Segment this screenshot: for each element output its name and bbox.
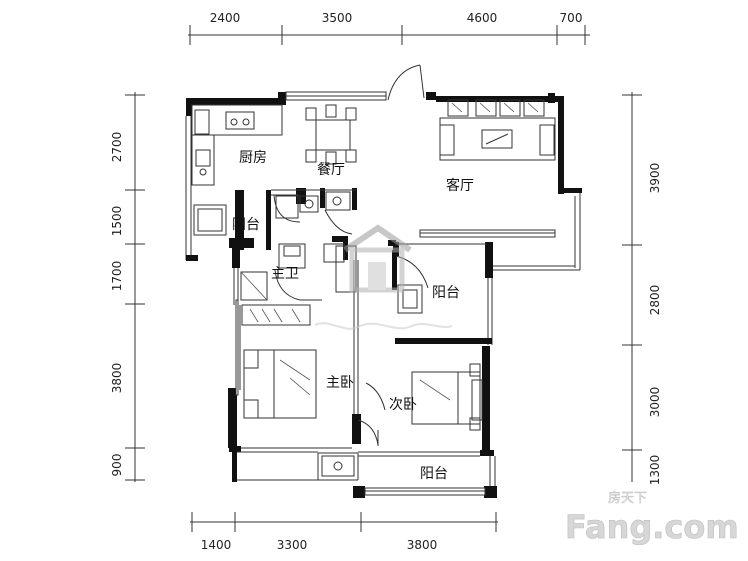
dim-right-3: 3000 xyxy=(648,387,662,418)
windows xyxy=(235,91,387,396)
dim-bottom-1: 1400 xyxy=(201,538,232,552)
fang-logo-text: Fang.com xyxy=(565,508,739,546)
dim-bottom-2: 3300 xyxy=(277,538,308,552)
dim-top-4: 700 xyxy=(560,11,583,25)
dim-right-2: 2800 xyxy=(648,285,662,316)
room-balcony-east: 阳台 xyxy=(432,285,460,301)
dim-left-3: 1700 xyxy=(110,261,124,292)
room-balcony-kitchen: 阳台 xyxy=(232,217,260,233)
dim-left-5: 900 xyxy=(110,454,124,477)
walls xyxy=(185,92,582,498)
dim-left-1: 2700 xyxy=(110,132,124,163)
room-master-bath: 主卫 xyxy=(271,266,299,282)
fang-logo-cn: 房天下 xyxy=(608,490,647,506)
room-master-bedroom: 主卧 xyxy=(326,375,354,391)
room-dining: 餐厅 xyxy=(317,162,345,178)
dim-top-3: 4600 xyxy=(467,11,498,25)
dimension-lines xyxy=(125,25,642,532)
dim-left-2: 1500 xyxy=(110,206,124,237)
dim-left-4: 3800 xyxy=(110,363,124,394)
dim-right-4: 1300 xyxy=(648,455,662,486)
room-second-bedroom: 次卧 xyxy=(389,397,417,413)
dim-right-1: 3900 xyxy=(648,163,662,194)
house-watermark-icon xyxy=(314,224,453,330)
dim-top-1: 2400 xyxy=(210,11,241,25)
dim-top-2: 3500 xyxy=(322,11,353,25)
dim-bottom-3: 3800 xyxy=(407,538,438,552)
room-balcony-south: 阳台 xyxy=(420,466,448,482)
fixtures xyxy=(191,99,556,477)
fang-logo: 房天下 Fang.com xyxy=(565,490,739,546)
room-living: 客厅 xyxy=(446,177,474,194)
room-kitchen: 厨房 xyxy=(239,150,267,166)
doors xyxy=(273,64,429,446)
